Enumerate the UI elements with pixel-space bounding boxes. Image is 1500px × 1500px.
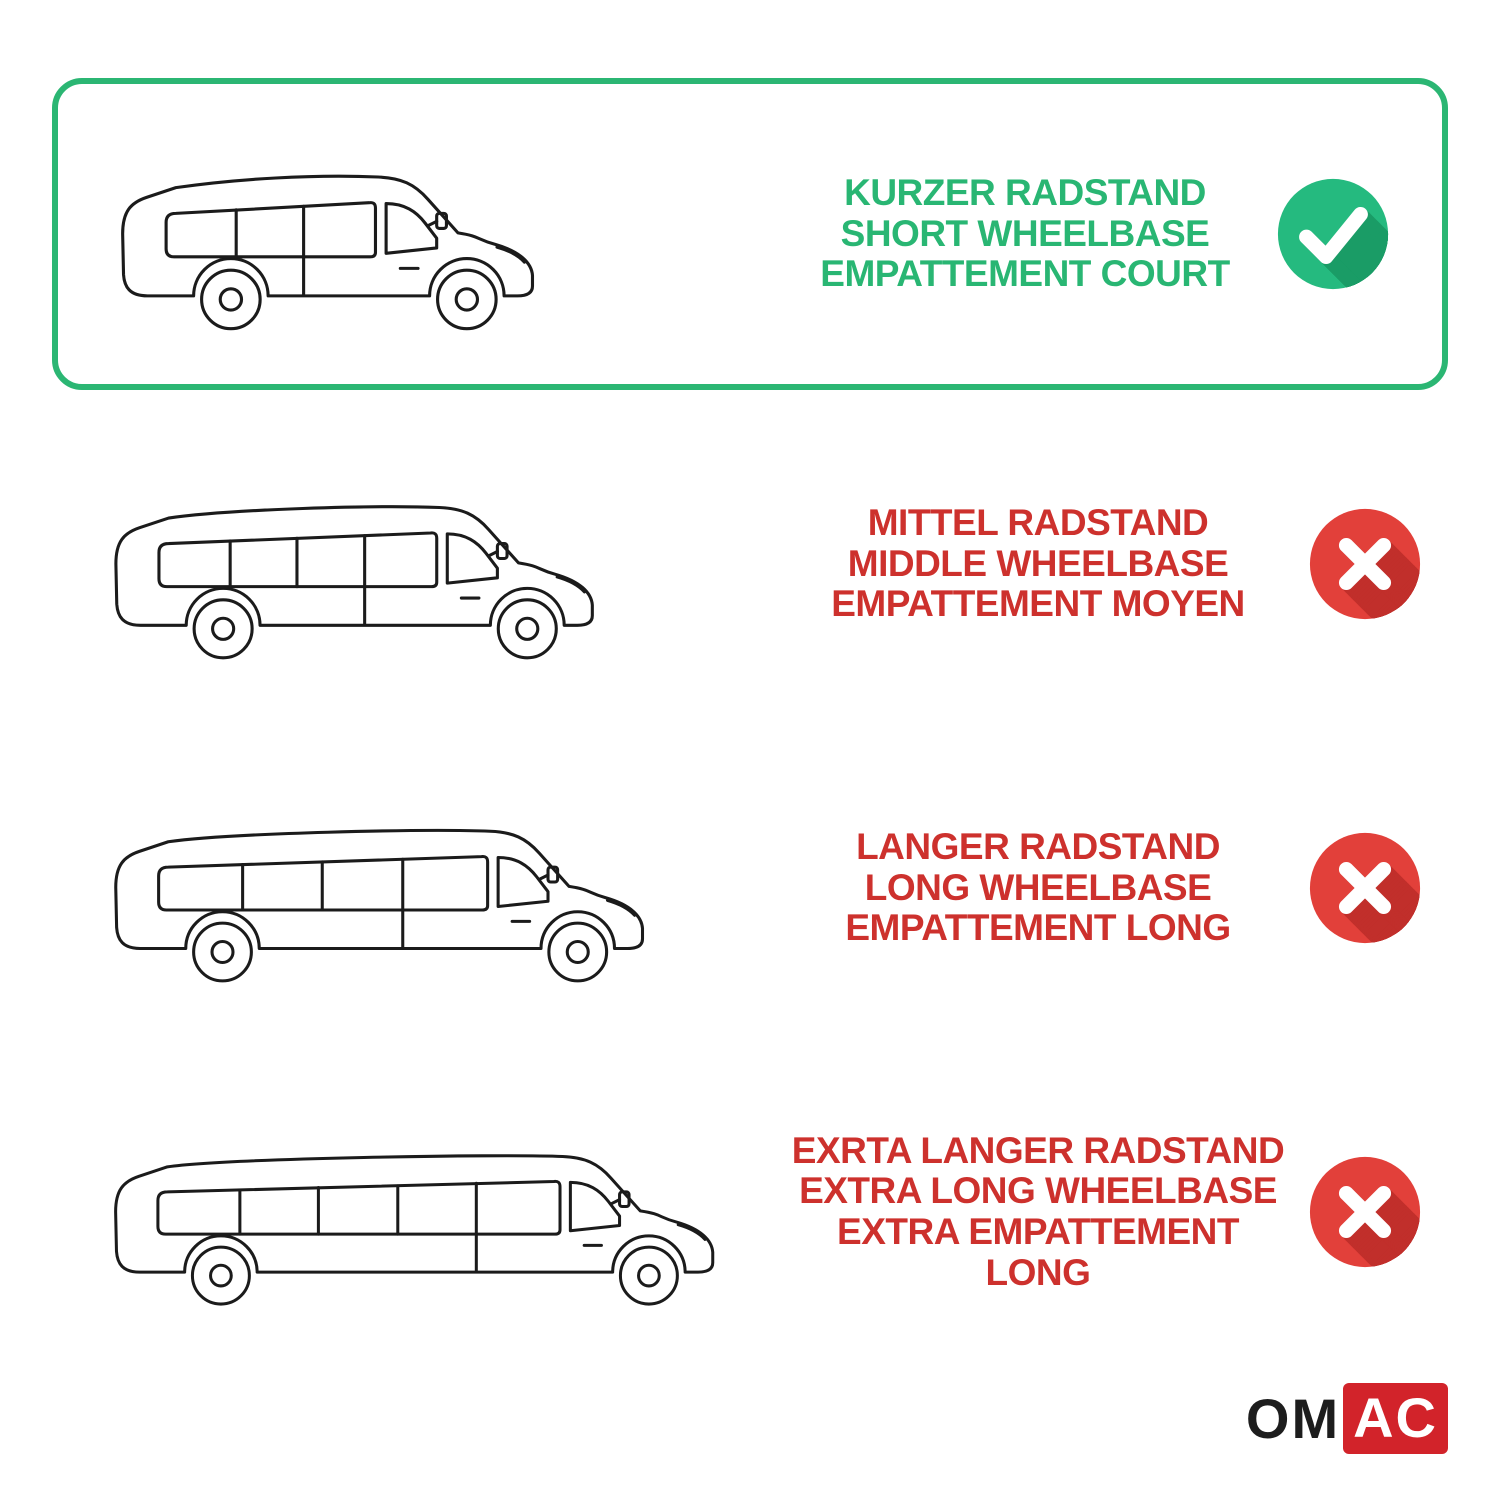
van-illustration-extra-long-wheelbase (86, 1103, 786, 1322)
label-de: MITTEL RADSTAND (867, 501, 1209, 543)
label-de: EXRTA LANGER RADSTAND (791, 1129, 1285, 1171)
van-illustration-middle-wheelbase (86, 453, 786, 676)
option-row-middle-wheelbase: MITTEL RADSTAND MIDDLE WHEELBASE EMPATTE… (0, 414, 1500, 714)
label-en: SHORT WHEELBASE (840, 212, 1210, 254)
status-icon-wrap (1290, 829, 1440, 947)
check-icon (1274, 175, 1392, 293)
cross-icon (1306, 1153, 1424, 1271)
status-icon-wrap (1258, 175, 1408, 293)
cross-icon (1306, 829, 1424, 947)
van-long-drawing (86, 777, 681, 999)
van-middle-drawing (86, 453, 631, 676)
logo-text-ac: AC (1343, 1383, 1448, 1454)
label-fr: EMPATTEMENT COURT (820, 253, 1230, 295)
highlight-box-short-wheelbase: KURZER RADSTAND SHORT WHEELBASE EMPATTEM… (52, 78, 1448, 390)
option-row-extra-long-wheelbase: EXRTA LANGER RADSTAND EXTRA LONG WHEELBA… (0, 1062, 1500, 1362)
option-row-long-wheelbase: LANGER RADSTAND LONG WHEELBASE EMPATTEME… (0, 738, 1500, 1038)
option-row-short-wheelbase: KURZER RADSTAND SHORT WHEELBASE EMPATTEM… (58, 84, 1442, 384)
option-label-middle-wheelbase: MITTEL RADSTAND MIDDLE WHEELBASE EMPATTE… (786, 501, 1290, 625)
label-de: LANGER RADSTAND (856, 825, 1220, 867)
status-icon-wrap (1290, 505, 1440, 623)
logo-text-om: OM (1245, 1387, 1341, 1450)
label-en: EXTRA LONG WHEELBASE (799, 1170, 1277, 1212)
label-fr: EMPATTEMENT MOYEN (831, 583, 1245, 625)
option-label-short-wheelbase: KURZER RADSTAND SHORT WHEELBASE EMPATTEM… (792, 171, 1258, 295)
label-de: KURZER RADSTAND (844, 171, 1206, 213)
label-en: LONG WHEELBASE (864, 866, 1212, 908)
cross-icon (1306, 505, 1424, 623)
van-extra-long-drawing (86, 1103, 751, 1322)
option-label-extra-long-wheelbase: EXRTA LANGER RADSTAND EXTRA LONG WHEELBA… (786, 1129, 1290, 1294)
label-fr: EXTRA EMPATTEMENT LONG (837, 1211, 1239, 1293)
van-short-drawing (92, 122, 572, 347)
van-illustration-short-wheelbase (92, 122, 792, 347)
omac-logo: OM AC (1246, 1383, 1448, 1454)
label-fr: EMPATTEMENT LONG (845, 907, 1231, 949)
option-label-long-wheelbase: LANGER RADSTAND LONG WHEELBASE EMPATTEME… (786, 825, 1290, 949)
van-illustration-long-wheelbase (86, 777, 786, 999)
status-icon-wrap (1290, 1153, 1440, 1271)
label-en: MIDDLE WHEELBASE (847, 542, 1229, 584)
